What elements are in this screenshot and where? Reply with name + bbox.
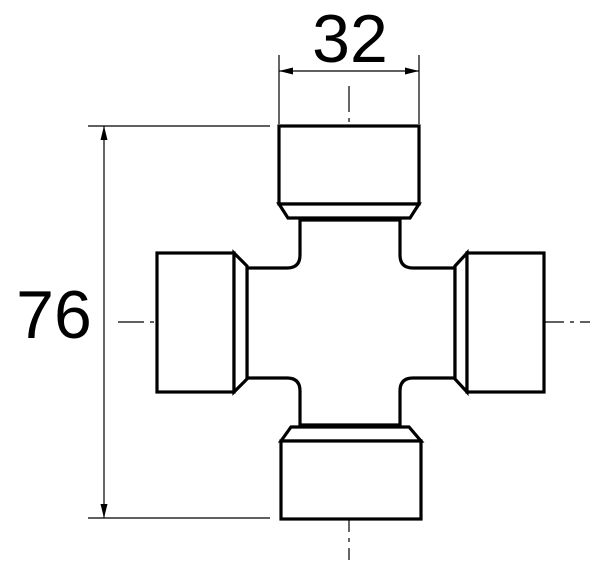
- right-cap-neck: [453, 248, 469, 397]
- height-dimension: 76: [16, 125, 270, 519]
- right-cap-body: [465, 251, 546, 394]
- bottom-bearing-cap: [277, 425, 425, 521]
- left-cap-neck: [232, 249, 249, 396]
- top-cap-body: [277, 124, 421, 206]
- right-bearing-cap: [453, 248, 546, 397]
- cross-body: [245, 218, 457, 427]
- bottom-cap-neck: [277, 425, 425, 443]
- top-bearing-cap: [276, 124, 422, 220]
- width-dimension-label: 32: [312, 1, 388, 77]
- height-arrow-top: [100, 126, 108, 140]
- width-arrow-right: [405, 67, 419, 75]
- bottom-cap-body: [279, 439, 423, 521]
- height-dimension-label: 76: [16, 277, 92, 353]
- left-cap-body: [155, 251, 236, 394]
- top-cap-neck: [276, 202, 422, 220]
- cross-part: [155, 124, 546, 521]
- height-arrow-bottom: [100, 504, 108, 518]
- width-dimension: 32: [278, 1, 420, 124]
- width-arrow-left: [279, 67, 293, 75]
- left-bearing-cap: [155, 249, 249, 396]
